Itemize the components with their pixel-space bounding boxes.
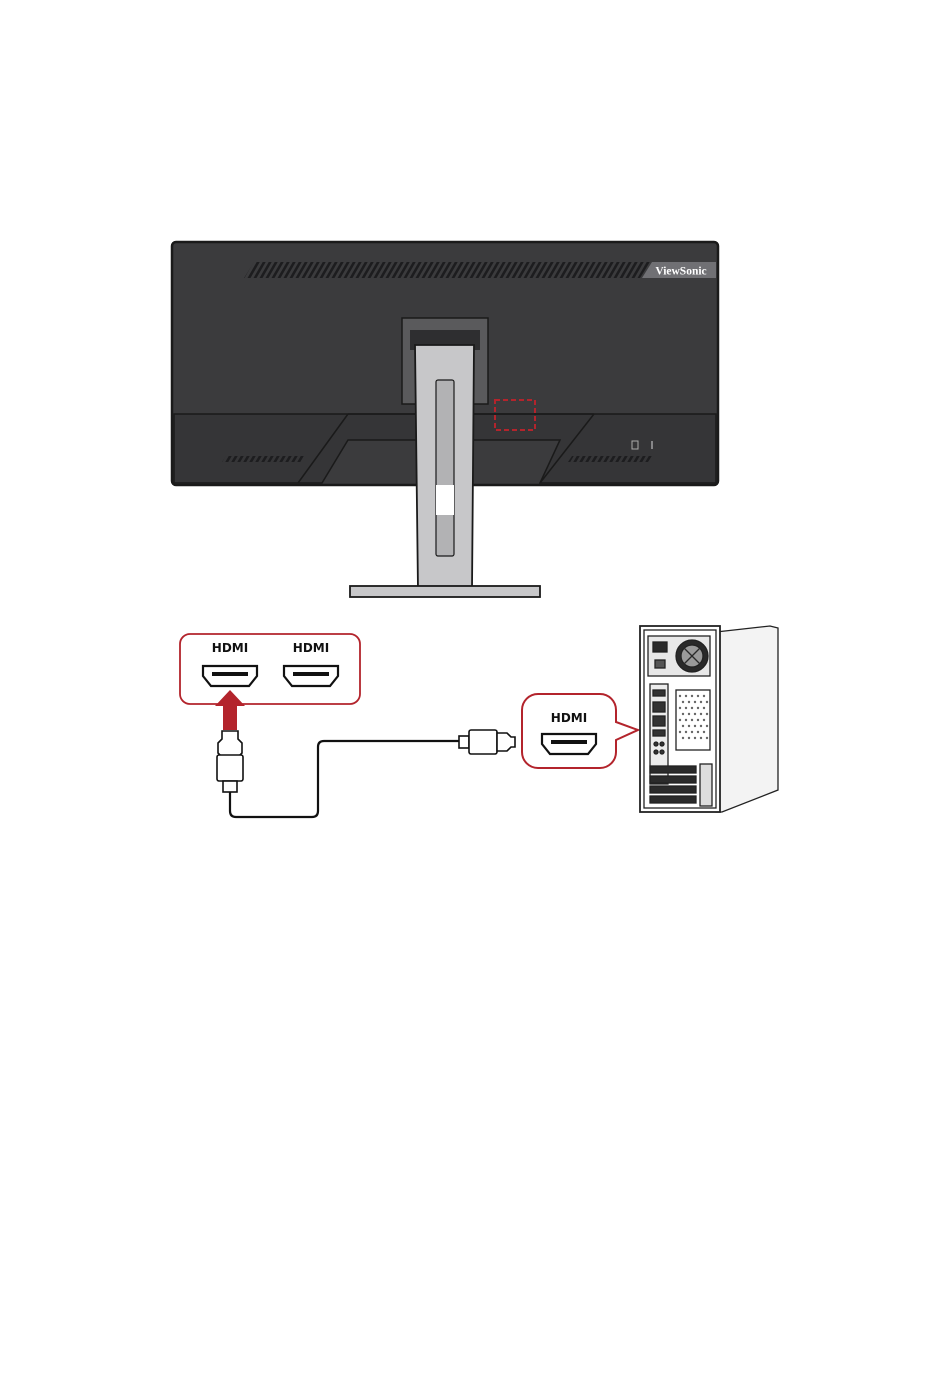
top-vent bbox=[244, 262, 650, 278]
stand-base bbox=[350, 586, 540, 597]
hdmi-cable-icon bbox=[217, 730, 515, 817]
hdmi-port-label-2: HDMI bbox=[293, 641, 329, 655]
monitor-port-callout: HDMI HDMI bbox=[180, 634, 360, 704]
pc-hdmi-port-label: HDMI bbox=[551, 711, 587, 725]
bottom-vent-right bbox=[568, 456, 652, 462]
pc-port-callout: HDMI bbox=[522, 694, 638, 768]
desktop-tower-icon bbox=[640, 626, 778, 812]
hdmi-port-label-1: HDMI bbox=[212, 641, 248, 655]
brand-logo: ViewSonic bbox=[655, 266, 706, 278]
bottom-vent-left bbox=[222, 456, 306, 462]
